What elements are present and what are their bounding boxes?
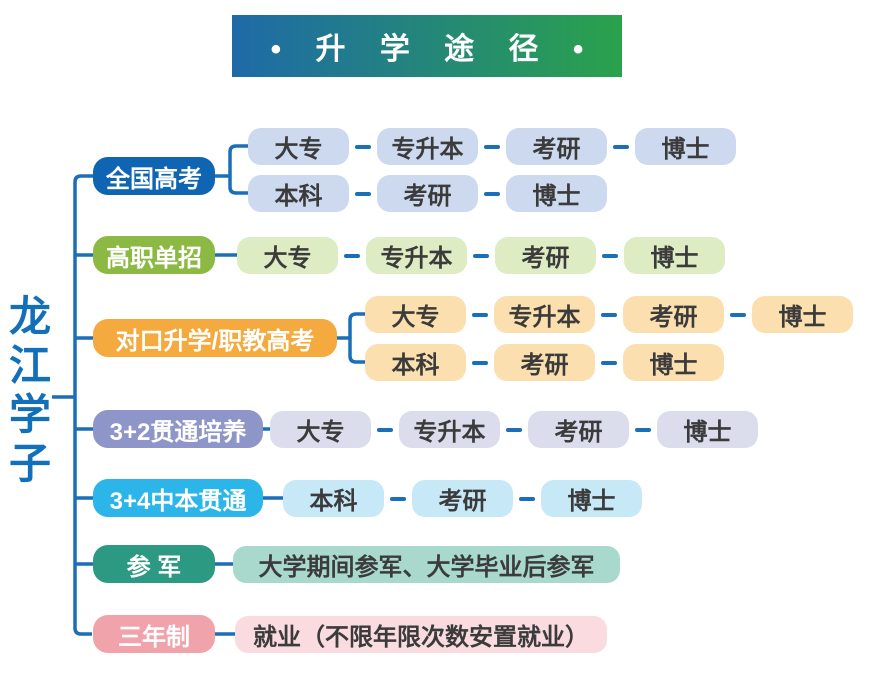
link-dash (596, 237, 624, 274)
branch3-row2: 本科 考研 博士 (365, 344, 724, 381)
link-dash (466, 296, 494, 333)
node-pill: 专升本 (366, 237, 467, 274)
branch-label-3plus4: 3+4中本贯通 (93, 479, 263, 517)
link-dash (724, 296, 752, 333)
branch-label-vocational-exam: 对口升学/职教高考 (93, 319, 337, 357)
node-pill: 就业（不限年限次数安置就业） (235, 616, 607, 653)
link-dash (478, 128, 506, 165)
branch5-row: 本科 考研 博士 (283, 480, 642, 517)
link-dash (349, 175, 377, 212)
node-pill: 大专 (365, 296, 466, 333)
link-dash (500, 411, 528, 448)
node-pill: 大专 (248, 128, 349, 165)
node-pill: 博士 (752, 296, 853, 333)
link-dash (607, 128, 635, 165)
link-dash (349, 128, 377, 165)
branch7-row: 就业（不限年限次数安置就业） (235, 616, 607, 653)
node-pill: 考研 (623, 296, 724, 333)
node-pill: 博士 (623, 344, 724, 381)
title-banner: • 升 学 途 径 • (232, 15, 622, 77)
branch-label-higher-vocational: 高职单招 (93, 236, 215, 274)
link-dash (629, 411, 657, 448)
node-pill: 博士 (624, 237, 725, 274)
node-pill: 本科 (248, 175, 349, 212)
node-pill: 大专 (270, 411, 371, 448)
node-pill: 博士 (506, 175, 607, 212)
node-pill: 考研 (506, 128, 607, 165)
link-dash (466, 344, 494, 381)
node-pill: 博士 (635, 128, 736, 165)
branch1-row1: 大专 专升本 考研 博士 (248, 128, 736, 165)
link-dash (371, 411, 399, 448)
node-pill: 考研 (377, 175, 478, 212)
branch-label-military: 参 军 (93, 545, 215, 583)
node-pill: 专升本 (399, 411, 500, 448)
node-pill: 专升本 (494, 296, 595, 333)
branch3-row1: 大专 专升本 考研 博士 (365, 296, 853, 333)
node-pill: 本科 (365, 344, 466, 381)
branch4-row: 大专 专升本 考研 博士 (270, 411, 758, 448)
branch2-row: 大专 专升本 考研 博士 (237, 237, 725, 274)
link-dash (513, 480, 541, 517)
branch-label-3plus2: 3+2贯通培养 (93, 410, 263, 448)
link-dash (595, 296, 623, 333)
link-dash (384, 480, 412, 517)
node-pill: 本科 (283, 480, 384, 517)
branch6-row: 大学期间参军、大学毕业后参军 (233, 546, 620, 583)
link-dash (467, 237, 495, 274)
branch1-row2: 本科 考研 博士 (248, 175, 607, 212)
link-dash (338, 237, 366, 274)
link-dash (478, 175, 506, 212)
page-title: • 升 学 途 径 • (270, 33, 597, 66)
node-pill: 考研 (412, 480, 513, 517)
root-label: 龙江学子 (8, 293, 51, 487)
node-pill: 博士 (541, 480, 642, 517)
node-pill: 大专 (237, 237, 338, 274)
node-pill: 大学期间参军、大学毕业后参军 (233, 546, 620, 583)
node-pill: 考研 (494, 344, 595, 381)
node-pill: 考研 (528, 411, 629, 448)
node-pill: 博士 (657, 411, 758, 448)
node-pill: 专升本 (377, 128, 478, 165)
branch-label-three-year: 三年制 (93, 615, 215, 653)
branch-label-national-gaokao: 全国高考 (93, 157, 215, 195)
node-pill: 考研 (495, 237, 596, 274)
link-dash (595, 344, 623, 381)
